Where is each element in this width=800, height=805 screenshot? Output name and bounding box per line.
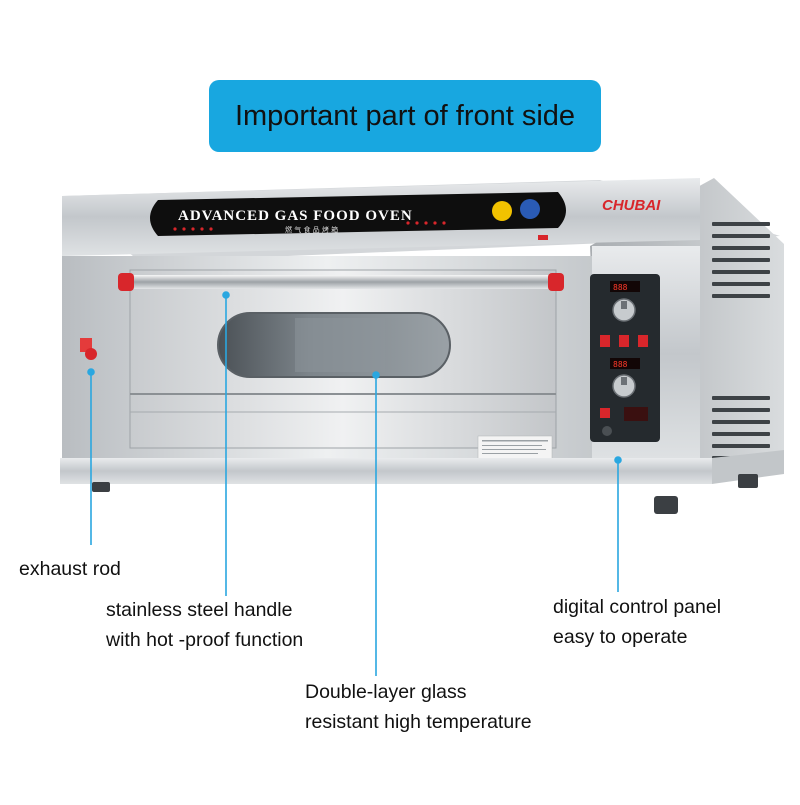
base-side [712, 450, 784, 484]
timer-switch[interactable] [600, 408, 610, 418]
handle-label-line-1: stainless steel handle [106, 599, 293, 621]
control-panel-label: digital control panel easy to operate [553, 592, 721, 652]
switch-3[interactable] [638, 335, 648, 347]
window-reflection [295, 318, 385, 372]
exhaust-rod[interactable] [80, 338, 97, 360]
oven-feet [92, 474, 758, 514]
upper-display-value: 888 [613, 283, 628, 292]
ignition-button[interactable] [602, 426, 612, 436]
certification-badge-icon [492, 201, 512, 221]
upper-display [610, 281, 640, 292]
lower-temperature-knob[interactable] [612, 374, 636, 398]
handle-left-knob [118, 273, 134, 291]
glass-label-line-2: resistant high temperature [305, 711, 532, 733]
control-panel-label-line-2: easy to operate [553, 626, 688, 648]
control-panel: 888 888 [590, 274, 660, 442]
lower-knob-marker [621, 377, 627, 385]
exhaust-rod-label-line-1: exhaust rod [19, 558, 121, 580]
quality-badge-icon [520, 199, 540, 219]
handle-right-knob [548, 273, 564, 291]
nameplate-stars [173, 221, 446, 231]
callout-lines [87, 291, 622, 676]
upper-knob-marker [621, 301, 627, 309]
brand-mark [538, 235, 548, 240]
switch-2[interactable] [619, 335, 629, 347]
glass-label: Double-layer glass resistant high temper… [305, 677, 532, 737]
nameplate-sub-text: 燃 气 食 品 烤 箱 [285, 225, 338, 234]
upper-temperature-knob[interactable] [612, 298, 636, 322]
nameplate-text: ADVANCED GAS FOOD OVEN [178, 208, 413, 224]
door-handle[interactable] [118, 273, 564, 291]
exhaust-rod-label: exhaust rod [19, 554, 121, 584]
nameplate: ADVANCED GAS FOOD OVEN 燃 气 食 品 烤 箱 [150, 192, 566, 236]
lower-display-value: 888 [613, 360, 628, 369]
brand-logo: CHUBAI [602, 197, 661, 214]
warning-label-lines [482, 440, 548, 454]
handle-label-line-2: with hot -proof function [106, 629, 304, 651]
title-banner: Important part of front side [209, 80, 601, 152]
timer-display [624, 407, 648, 421]
handle-label: stainless steel handle with hot -proof f… [106, 595, 303, 655]
title-text: Important part of front side [234, 100, 576, 132]
glass-label-line-1: Double-layer glass [305, 681, 467, 703]
switch-1[interactable] [600, 335, 610, 347]
oven-base [60, 458, 712, 484]
control-panel-label-line-1: digital control panel [553, 596, 722, 618]
warning-label [477, 435, 553, 461]
lower-display [610, 358, 640, 369]
